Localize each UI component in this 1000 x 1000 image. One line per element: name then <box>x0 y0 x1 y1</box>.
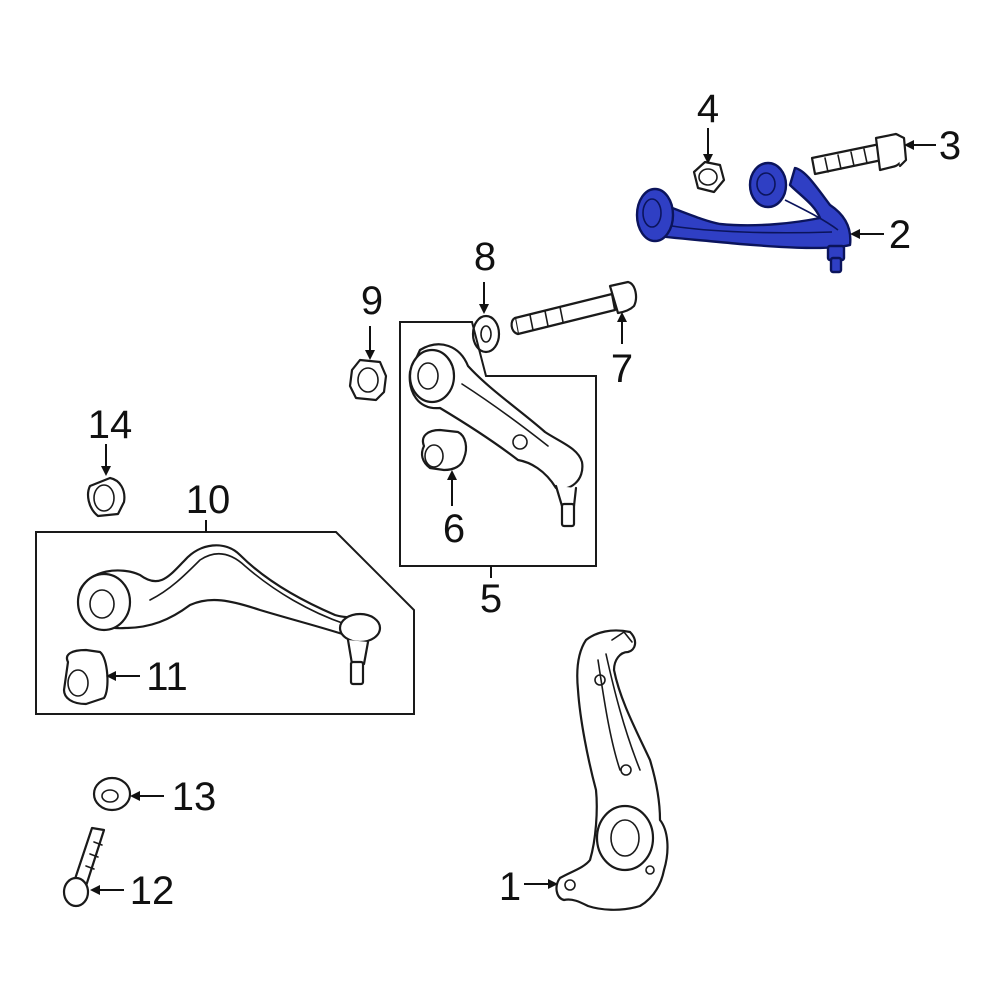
callout-6: 6 <box>443 507 465 551</box>
bushing-part-6[interactable] <box>420 428 468 472</box>
group-box-part-10 <box>35 531 415 715</box>
washer-part-8[interactable] <box>471 314 501 354</box>
strut-arm-part-5[interactable] <box>408 343 584 528</box>
lower-control-arm-part-10[interactable] <box>76 544 382 686</box>
callout-4: 4 <box>697 87 719 131</box>
callout-12: 12 <box>130 869 175 913</box>
callout-5: 5 <box>480 577 502 621</box>
bolt-part-3[interactable] <box>810 132 908 176</box>
callout-11: 11 <box>146 655 188 699</box>
bushing-part-11[interactable] <box>62 648 109 706</box>
callout-2: 2 <box>889 213 911 257</box>
callout-1: 1 <box>499 865 521 909</box>
upper-control-arm[interactable] <box>635 161 852 274</box>
callout-13: 13 <box>172 775 217 819</box>
callout-10: 10 <box>186 478 231 522</box>
washer-part-13[interactable] <box>92 776 132 812</box>
callout-3: 3 <box>939 124 961 168</box>
bushing-part-14[interactable] <box>87 476 126 518</box>
bolt-part-7[interactable] <box>510 280 638 336</box>
callout-8: 8 <box>474 235 496 279</box>
group-box-part-5 <box>399 321 597 567</box>
callout-7: 7 <box>611 347 633 391</box>
bushing-part-9[interactable] <box>348 358 388 402</box>
callout-9: 9 <box>361 279 383 323</box>
callout-14: 14 <box>88 403 133 447</box>
steering-knuckle-part-1[interactable] <box>555 629 669 911</box>
bolt-part-12[interactable] <box>62 826 106 908</box>
nut-part-4[interactable] <box>692 160 726 194</box>
